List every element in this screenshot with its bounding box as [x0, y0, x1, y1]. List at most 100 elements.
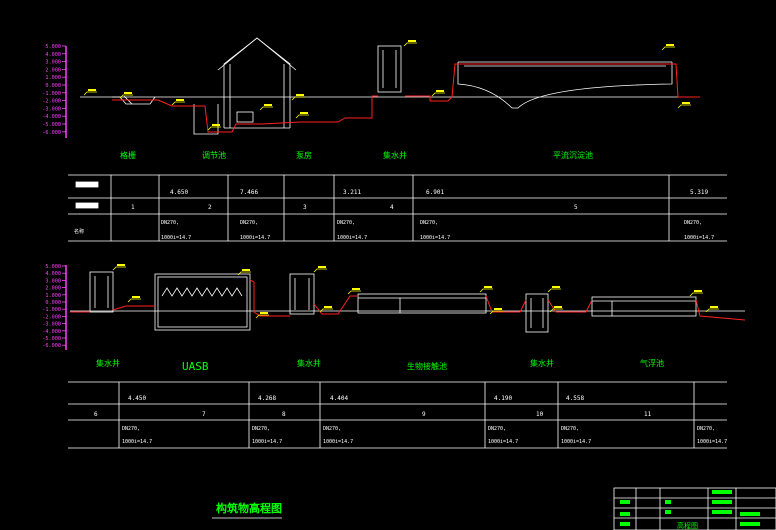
bottom-collection-well-1-structure: [89, 271, 114, 313]
title-block-drawing-name: 高程图: [677, 521, 698, 530]
bottom-scale-label: 1.000: [45, 293, 61, 299]
bottom-elevation-mark-value: [318, 266, 326, 268]
bottom-name-bio-contact: 生物接触池: [407, 361, 447, 371]
bottom-row2-cell: 6: [94, 411, 98, 418]
top-row2-cell: 1: [131, 204, 135, 211]
bottom-scale-label: 0.000: [45, 300, 61, 306]
top-scale-label: 4.000: [45, 52, 61, 58]
bottom-elevation-mark-value: [552, 286, 560, 288]
bottom-slope-label: 1000i=14.7: [252, 439, 282, 445]
top-scale-label: 2.000: [45, 67, 61, 73]
top-pipe-label: DN270,: [337, 220, 355, 226]
bottom-elevation-mark-value: [117, 264, 125, 266]
top-slope-label: 1000i=14.7: [420, 235, 450, 241]
top-row3-label: 名称: [74, 228, 84, 235]
top-scale-bar: 5.0004.0003.0002.0001.0000.000-1.000-2.0…: [42, 44, 67, 138]
top-elevation-mark: [295, 114, 309, 119]
top-scale-label: 3.000: [45, 60, 61, 66]
top-elevation-mark: [677, 104, 691, 109]
top-regulating-pool-structure: [193, 37, 297, 135]
bottom-name-uasb: UASB: [182, 360, 209, 373]
top-row1-cell: 5.319: [690, 189, 708, 196]
bottom-elevation-mark: [127, 298, 141, 303]
top-elevation-mark-value: [666, 44, 674, 46]
top-scale-label: 0.000: [45, 83, 61, 89]
bottom-scale-label: -1.000: [42, 307, 61, 313]
top-elevation-mark: [431, 92, 445, 97]
top-elevation-mark: [661, 46, 675, 51]
bottom-collection-well-3-structure: [525, 293, 549, 333]
bottom-scale-label: -5.000: [42, 336, 61, 342]
title-block: [613, 487, 776, 530]
top-name-pump-house: 泵房: [296, 150, 312, 160]
top-pipe-label: DN270,: [161, 220, 179, 226]
bottom-elevation-mark-value: [242, 269, 250, 271]
bottom-elevation-mark: [479, 288, 493, 293]
bottom-elevation-mark-value: [132, 296, 140, 298]
bottom-row2-cell: 11: [644, 411, 652, 418]
top-pipe-label: DN270,: [420, 220, 438, 226]
top-structure-names: 格栅 调节池 泵房 集水井 平流沉淀池: [120, 150, 593, 160]
top-row1-cell: 4.650: [170, 189, 188, 196]
bottom-elevation-mark-value: [260, 312, 268, 314]
top-elevation-mark-value: [124, 92, 132, 94]
bottom-pipe-label: DN270,: [697, 426, 715, 432]
top-elevation-mark-value: [264, 104, 272, 106]
top-row1-cell: 3.211: [343, 189, 361, 196]
bottom-pipe-label: DN270,: [252, 426, 270, 432]
top-pipe-label: DN270,: [684, 220, 702, 226]
bottom-row2-cell: 9: [422, 411, 426, 418]
top-elevation-mark: [83, 91, 97, 96]
bottom-profile: 5.0004.0003.0002.0001.0000.000-1.000-2.0…: [42, 264, 746, 449]
top-scale-label: -5.000: [42, 122, 61, 128]
top-elevation-mark: [119, 94, 133, 99]
bottom-pipe-label: DN270,: [561, 426, 579, 432]
bottom-row2-cell: 8: [282, 411, 286, 418]
top-elevation-mark: [291, 96, 305, 101]
top-scale-label: -3.000: [42, 106, 61, 112]
bottom-elevation-mark: [547, 288, 561, 293]
top-slope-label: 1000i=14.7: [161, 235, 191, 241]
bottom-name-collection-well-2: 集水井: [297, 358, 321, 368]
top-name-regulating-pool: 调节池: [202, 150, 226, 160]
bottom-elevation-mark: [689, 292, 703, 297]
bottom-elevation-mark-value: [352, 288, 360, 290]
top-elevation-marks: [83, 40, 691, 131]
bottom-row2-cell: 10: [536, 411, 544, 418]
top-elevation-mark: [171, 101, 185, 106]
bottom-scale-label: -6.000: [42, 343, 61, 349]
top-name-collection-well: 集水井: [383, 150, 407, 160]
bottom-scale-label: 2.000: [45, 286, 61, 292]
bottom-pipe-label: DN270,: [488, 426, 506, 432]
top-elevation-mark-value: [296, 94, 304, 96]
bottom-elevation-mark: [319, 308, 333, 313]
top-slope-label: 1000i=14.7: [337, 235, 367, 241]
top-row1-cell: 7.466: [240, 189, 258, 196]
top-water-level-line: [112, 63, 700, 133]
bottom-name-air-flotation: 气浮池: [640, 358, 664, 368]
top-elevation-mark-value: [300, 112, 308, 114]
bottom-row1-cell: 4.450: [128, 395, 146, 402]
bottom-name-collection-well-1: 集水井: [96, 358, 120, 368]
top-elevation-mark-value: [176, 99, 184, 101]
bottom-elevation-mark: [313, 268, 327, 273]
top-scale-label: -1.000: [42, 91, 61, 97]
bottom-elevation-mark-value: [324, 306, 332, 308]
bottom-bio-contact-tank-structure: [357, 293, 487, 314]
bottom-slope-label: 1000i=14.7: [122, 439, 152, 445]
bottom-pipe-label: DN270,: [323, 426, 341, 432]
bottom-row1-cell: 4.404: [330, 395, 348, 402]
bottom-slope-label: 1000i=14.7: [697, 439, 727, 445]
top-elevation-mark-value: [88, 89, 96, 91]
bottom-scale-label: -4.000: [42, 329, 61, 335]
top-row2-cell: 3: [303, 204, 307, 211]
bottom-slope-label: 1000i=14.7: [323, 439, 353, 445]
bottom-elevation-mark: [705, 308, 719, 313]
bottom-elevation-mark: [347, 290, 361, 295]
bottom-scale-label: -3.000: [42, 322, 61, 328]
bottom-scale-label: 4.000: [45, 271, 61, 277]
top-elevation-mark-value: [436, 90, 444, 92]
bottom-elevation-mark: [237, 271, 251, 276]
top-elevation-mark: [403, 42, 417, 47]
